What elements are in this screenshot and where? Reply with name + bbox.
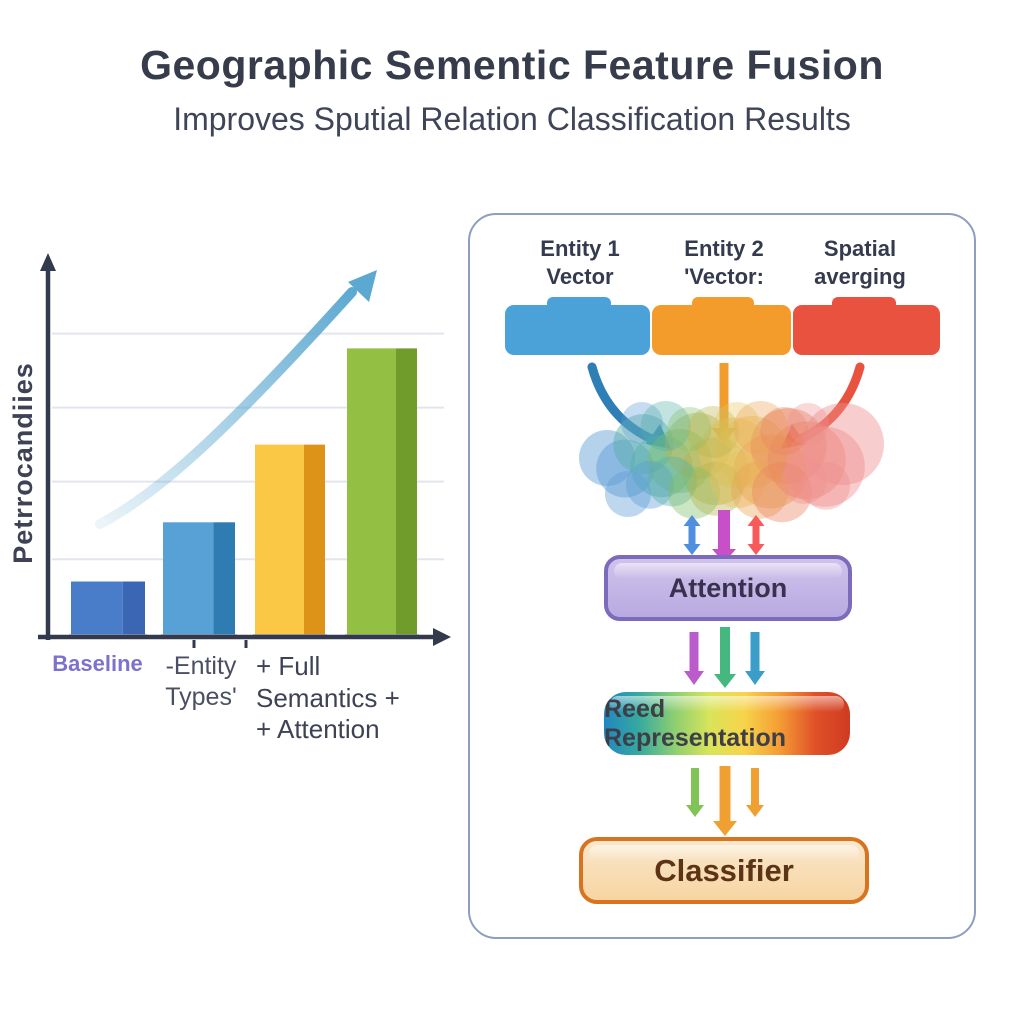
converge-arrow-icon bbox=[712, 363, 736, 444]
converge-arrow-head-icon bbox=[646, 424, 671, 449]
fusion-blob-circle bbox=[647, 456, 697, 507]
bar-chart bbox=[0, 250, 460, 770]
entity2-vector-block bbox=[652, 297, 791, 355]
bar-front bbox=[255, 444, 304, 637]
attention-label: Attention bbox=[668, 572, 788, 603]
fusion-blob-circle bbox=[710, 452, 766, 509]
fusion-blob-circle bbox=[667, 407, 712, 451]
fusion-blob-circle bbox=[752, 462, 812, 523]
fusion-blob-circle bbox=[760, 407, 809, 455]
fusion-blob-circle bbox=[640, 401, 691, 451]
converge-arrow-icon bbox=[587, 362, 659, 445]
x-axis-label: Baseline bbox=[40, 651, 155, 678]
fusion-blob-circle bbox=[668, 466, 720, 519]
x-axis-label-line: + Full bbox=[256, 651, 321, 681]
down-arrow-icon bbox=[745, 632, 765, 685]
input-label-line: 'Vector: bbox=[684, 264, 764, 289]
input-label-line: Entity 1 bbox=[540, 236, 620, 261]
fusion-blob-circle bbox=[681, 437, 750, 506]
fusion-blob-circle bbox=[781, 457, 827, 504]
fusion-blob-circle bbox=[689, 461, 743, 516]
bar-front bbox=[347, 348, 396, 637]
fusion-blob-circle bbox=[733, 434, 808, 509]
down-arrow-icon bbox=[714, 627, 736, 688]
converge-arrow-icon bbox=[793, 362, 865, 445]
bar-front bbox=[163, 522, 214, 637]
page-title: Geographic Sementic Feature Fusion bbox=[140, 42, 884, 88]
fusion-blob-circle bbox=[605, 471, 651, 517]
bar-front bbox=[71, 581, 123, 637]
fusion-blob-circle bbox=[713, 402, 760, 448]
x-axis-label-line: Baseline bbox=[52, 651, 143, 676]
fusion-blob-circle bbox=[621, 402, 663, 444]
input-label-line: averging bbox=[814, 264, 906, 289]
fusion-blob-circle bbox=[802, 461, 850, 510]
folder-tab bbox=[832, 297, 896, 313]
fusion-blob-circle bbox=[716, 415, 789, 488]
bar-side bbox=[213, 522, 235, 637]
fusion-blob-circle bbox=[579, 430, 635, 486]
page-subtitle: Improves Sputial Relation Classification… bbox=[173, 101, 851, 137]
fusion-blob-circle bbox=[647, 429, 712, 494]
x-axis-label-line: Types' bbox=[165, 682, 237, 711]
x-axis-label-line: -Entity bbox=[165, 652, 237, 680]
trend-arrow-head-icon bbox=[348, 270, 377, 302]
fusion-blob-circle bbox=[699, 417, 770, 488]
classifier-label: Classifier bbox=[654, 852, 794, 888]
flow-diagram-panel: Entity 1 Vector Entity 2 'Vector: Spatia… bbox=[468, 213, 976, 939]
gloss-highlight bbox=[614, 563, 842, 579]
fusion-blob-circle bbox=[626, 460, 674, 509]
representation-label: Reed Representation bbox=[604, 694, 786, 752]
fusion-blob-circle bbox=[750, 408, 827, 485]
fusion-blob-circle bbox=[596, 439, 655, 498]
down-arrow-icon bbox=[713, 766, 737, 836]
down-arrow-icon bbox=[712, 510, 736, 563]
fusion-blob-circle bbox=[784, 426, 865, 507]
input-label-entity1: Entity 1 Vector bbox=[500, 235, 660, 291]
input-label-spatial: Spatial averging bbox=[780, 235, 940, 291]
double-arrow-icon bbox=[747, 515, 765, 555]
input-label-entity2: Entity 2 'Vector: bbox=[644, 235, 804, 291]
bar-side bbox=[122, 581, 145, 637]
x-axis-label-line: + Attention bbox=[256, 714, 380, 745]
down-arrow-icon bbox=[746, 768, 764, 817]
input-label-line: Entity 2 bbox=[684, 236, 764, 261]
fusion-blob-circle bbox=[767, 421, 846, 500]
bar-side bbox=[304, 444, 325, 637]
input-label-line: Vector bbox=[546, 264, 614, 289]
spatial-block bbox=[793, 297, 940, 355]
bar-side bbox=[396, 348, 417, 637]
fusion-blob-circle bbox=[733, 401, 788, 455]
input-label-line: Spatial bbox=[823, 236, 897, 261]
x-axis-label-line: Semantics + bbox=[256, 682, 400, 713]
attention-box: Attention bbox=[604, 555, 852, 621]
fusion-blob-circle bbox=[687, 406, 740, 458]
flow-arrows-and-blob bbox=[579, 362, 884, 836]
gloss-highlight bbox=[610, 696, 844, 712]
bar-chart-svg bbox=[38, 253, 451, 648]
down-arrow-icon bbox=[684, 632, 704, 685]
entity1-vector-block bbox=[505, 297, 650, 355]
x-axis-arrow-icon bbox=[433, 628, 451, 646]
double-arrow-icon bbox=[683, 515, 701, 555]
fusion-blob-circle bbox=[787, 403, 829, 445]
down-arrow-icon bbox=[686, 768, 704, 817]
folder-tab bbox=[547, 297, 611, 313]
fusion-blob-circle bbox=[630, 435, 693, 498]
converge-arrow-head-icon bbox=[781, 424, 806, 449]
fused-representation-box: Reed Representation bbox=[604, 692, 850, 755]
classifier-box: Classifier bbox=[579, 837, 869, 904]
y-axis-arrow-icon bbox=[40, 253, 56, 271]
fusion-blob-circle bbox=[664, 412, 731, 479]
gloss-highlight bbox=[589, 845, 859, 861]
fusion-blob-circle bbox=[802, 403, 884, 486]
fusion-blob-circle bbox=[731, 460, 789, 519]
folder-tab bbox=[692, 297, 754, 313]
fusion-blob-circle bbox=[613, 414, 674, 475]
trend-arrow-icon bbox=[95, 287, 357, 529]
